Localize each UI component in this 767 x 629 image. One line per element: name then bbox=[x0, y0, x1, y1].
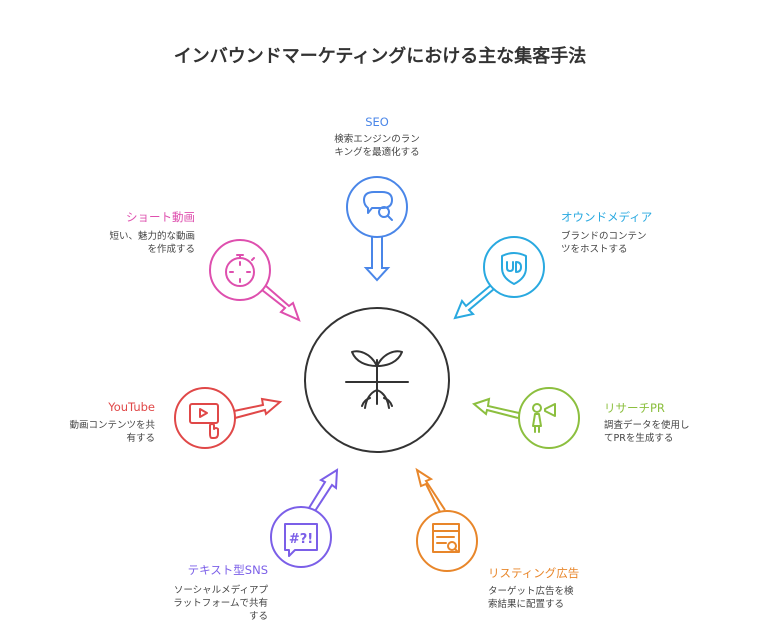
item-owned-media bbox=[453, 236, 545, 320]
megaphone-person-icon bbox=[532, 403, 556, 433]
chat-search-icon bbox=[363, 191, 393, 221]
text-sns-label: テキスト型SNS bbox=[188, 563, 268, 577]
youtube-desc-1: 動画コンテンツを共 bbox=[69, 420, 155, 431]
owned-media-desc-1: ブランドのコンテン bbox=[561, 230, 647, 242]
browser-search-icon bbox=[432, 523, 460, 553]
text-sns-desc-2: ラットフォームで共有 bbox=[173, 597, 268, 609]
seo-desc-2: キングを最適化する bbox=[334, 146, 419, 158]
item-seo bbox=[346, 176, 408, 282]
hashtag-chat-icon bbox=[284, 523, 318, 557]
item-short-video bbox=[209, 239, 301, 322]
item-listing-ads bbox=[415, 467, 478, 572]
youtube-label: YouTube bbox=[107, 400, 155, 414]
seo-label: SEO bbox=[365, 115, 389, 129]
owned-media-label: オウンドメディア bbox=[561, 210, 652, 224]
sprout-icon bbox=[345, 350, 409, 409]
short-video-desc-1: 短い、魅力的な動画 bbox=[109, 230, 195, 242]
diagram-title: インバウンドマーケティングにおける主な集客手法 bbox=[174, 45, 587, 67]
text-sns-desc-3: する bbox=[249, 611, 268, 622]
youtube-desc-2: 有する bbox=[126, 432, 155, 444]
research-pr-desc-2: てPRを生成する bbox=[604, 432, 673, 444]
research-pr-label: リサーチPR bbox=[604, 401, 665, 415]
short-video-desc-2: を作成する bbox=[147, 243, 195, 255]
research-pr-desc-1: 調査データを使用し bbox=[604, 419, 690, 431]
center-hub bbox=[304, 307, 450, 453]
seo-desc-1: 検索エンジンのラン bbox=[334, 133, 420, 145]
text-sns-desc-1: ソーシャルメディアプ bbox=[174, 584, 269, 596]
owned-media-desc-2: ツをホストする bbox=[561, 244, 628, 255]
listing-ads-desc-1: ターゲット広告を検 bbox=[488, 585, 574, 597]
hashtag-glyph: #?! bbox=[289, 532, 313, 547]
video-play-icon bbox=[189, 403, 219, 439]
shield-logo-icon bbox=[501, 252, 527, 285]
listing-ads-desc-2: 索結果に配置する bbox=[488, 598, 564, 610]
item-youtube bbox=[174, 387, 283, 449]
listing-ads-label: リスティング広告 bbox=[488, 566, 579, 580]
short-video-label: ショート動画 bbox=[126, 210, 195, 224]
stopwatch-icon bbox=[225, 254, 255, 287]
item-research-pr bbox=[471, 387, 580, 449]
item-text-sns: #?! bbox=[270, 468, 339, 568]
